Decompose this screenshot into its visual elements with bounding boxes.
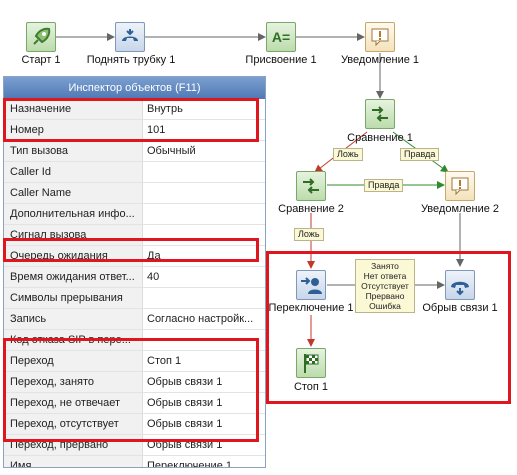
phone-pickup-icon[interactable] bbox=[115, 22, 145, 52]
notification-icon[interactable] bbox=[365, 22, 395, 52]
compare-icon[interactable] bbox=[365, 99, 395, 129]
inspector-title: Инспектор объектов (F11) bbox=[4, 77, 265, 99]
property-name: Номер bbox=[4, 120, 143, 140]
assign-icon[interactable]: A= bbox=[266, 22, 296, 52]
property-row[interactable]: Тип вызова Обычный bbox=[4, 141, 265, 162]
highlight-frame-queue bbox=[3, 238, 259, 262]
node-label-compare2: Сравнение 2 bbox=[278, 203, 344, 215]
property-row[interactable]: Дополнительная инфо... bbox=[4, 204, 265, 225]
property-value[interactable]: Переключение 1 bbox=[147, 460, 232, 468]
condition-label: Занято bbox=[371, 261, 399, 271]
node-label-compare1: Сравнение 1 bbox=[347, 132, 413, 144]
notification-icon[interactable] bbox=[445, 171, 475, 201]
hangup-icon[interactable] bbox=[445, 270, 475, 300]
edge-label-true: Правда bbox=[400, 148, 440, 161]
condition-label: Прервано bbox=[365, 291, 405, 301]
edge-label-true: Правда bbox=[364, 179, 404, 192]
property-value[interactable] bbox=[143, 183, 265, 203]
transfer-icon[interactable] bbox=[296, 270, 326, 300]
property-value[interactable] bbox=[143, 204, 265, 224]
edge-label-false: Ложь bbox=[294, 228, 324, 241]
property-name: Символы прерывания bbox=[4, 288, 143, 308]
edge-label-false: Ложь bbox=[333, 148, 363, 161]
property-name: Запись bbox=[4, 309, 143, 329]
property-value[interactable] bbox=[143, 288, 265, 308]
property-row[interactable]: Имя Переключение 1 bbox=[4, 456, 265, 468]
transfer-conditions-label: Занято Нет ответа Отсутствует Прервано О… bbox=[355, 259, 415, 313]
property-name: Дополнительная инфо... bbox=[4, 204, 143, 224]
property-value[interactable]: Обычный bbox=[147, 145, 196, 157]
highlight-frame-transitions bbox=[3, 338, 259, 442]
compare-icon[interactable] bbox=[296, 171, 326, 201]
node-label-pickup: Поднять трубку 1 bbox=[86, 54, 176, 66]
property-name: Имя bbox=[4, 456, 143, 467]
node-label-transfer: Переключение 1 bbox=[268, 302, 354, 314]
property-name: Назначение bbox=[4, 99, 143, 119]
node-label-start: Старт 1 bbox=[21, 54, 61, 66]
property-name: Время ожидания ответ... bbox=[4, 267, 143, 287]
property-name: Переход, занято bbox=[4, 372, 143, 392]
condition-label: Нет ответа bbox=[363, 271, 407, 281]
property-name: Caller Name bbox=[4, 183, 143, 203]
highlight-frame-destination bbox=[3, 98, 259, 142]
property-row[interactable]: Символы прерывания bbox=[4, 288, 265, 309]
node-label-notify1: Уведомление 1 bbox=[340, 54, 420, 66]
property-value[interactable]: 40 bbox=[147, 271, 160, 283]
property-name: Тип вызова bbox=[4, 141, 143, 161]
node-label-hangup: Обрыв связи 1 bbox=[422, 302, 498, 314]
property-name: Переход, не отвечает bbox=[4, 393, 143, 413]
condition-label: Ошибка bbox=[369, 301, 401, 311]
rocket-icon[interactable] bbox=[26, 22, 56, 52]
node-label-assign: Присвоение 1 bbox=[245, 54, 317, 66]
assign-icon-text: A= bbox=[271, 29, 291, 45]
property-row[interactable]: Caller Name bbox=[4, 183, 265, 204]
property-row[interactable]: Время ожидания ответ... 40 bbox=[4, 267, 265, 288]
property-value[interactable] bbox=[143, 162, 265, 182]
property-row[interactable]: Запись Согласно настройк... bbox=[4, 309, 265, 330]
property-row[interactable]: Caller Id bbox=[4, 162, 265, 183]
property-value[interactable]: Согласно настройк... bbox=[147, 313, 254, 325]
property-name: Caller Id bbox=[4, 162, 143, 182]
condition-label: Отсутствует bbox=[361, 281, 409, 291]
node-label-stop: Стоп 1 bbox=[293, 381, 329, 393]
property-name: Переход, отсутствует bbox=[4, 414, 143, 434]
finish-flag-icon[interactable] bbox=[296, 348, 326, 378]
highlight-frame-diagram bbox=[266, 251, 511, 404]
property-name: Переход bbox=[4, 351, 143, 371]
node-label-notify2: Уведомление 2 bbox=[420, 203, 500, 215]
